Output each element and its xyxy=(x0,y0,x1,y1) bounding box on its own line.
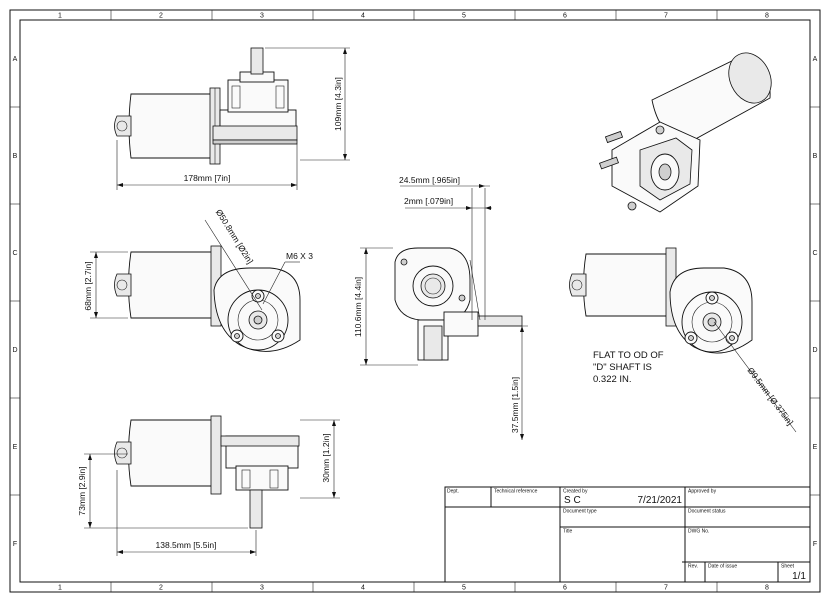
zone-col-label: 1 xyxy=(58,13,62,20)
tb-rev-label: Rev. xyxy=(688,564,698,570)
top-view-motor xyxy=(114,47,298,165)
sheet-border xyxy=(9,9,821,593)
dim-front-height: 68mm [2.7in] xyxy=(83,261,93,310)
tb-created-by-value: S C xyxy=(564,495,581,506)
zone-col-label: 8 xyxy=(765,13,769,20)
zone-row-label: F xyxy=(13,541,17,548)
tb-title-label: Title xyxy=(563,529,572,535)
dim-shaft-length: 37.5mm [1.5in] xyxy=(510,377,520,433)
tb-created-by-label: Created by xyxy=(563,489,588,495)
zone-col-label: 5 xyxy=(462,585,466,592)
zone-col-label: 3 xyxy=(260,13,264,20)
zone-col-label: 6 xyxy=(563,585,567,592)
dim-side-flat: 2mm [.079in] xyxy=(404,196,453,206)
dim-thread: M6 X 3 xyxy=(286,251,313,261)
side-view-dimensions xyxy=(360,184,528,440)
note-line-1: FLAT TO OD OF xyxy=(593,350,664,361)
zone-row-label: E xyxy=(13,444,18,451)
tb-dept-label: Dept. xyxy=(447,489,459,495)
dim-top-width: 178mm [7in] xyxy=(184,173,231,183)
front-view-dimensions xyxy=(90,219,300,319)
tb-doc-status-label: Document status xyxy=(688,509,726,515)
dim-bottom-shaft: 30mm [1.2in] xyxy=(321,433,331,482)
bottom-view-motor xyxy=(114,415,300,529)
dim-side-offset: 24.5mm [.965in] xyxy=(399,175,460,185)
zone-col-label: 2 xyxy=(159,585,163,592)
zone-row-label: C xyxy=(12,250,17,257)
zone-row-label: D xyxy=(812,347,817,354)
dim-bottom-width: 138.5mm [5.5in] xyxy=(156,540,217,550)
front-view-motor xyxy=(114,245,301,352)
zone-col-label: 8 xyxy=(765,585,769,592)
zone-col-label: 7 xyxy=(664,585,668,592)
dim-top-height: 109mm [4.3in] xyxy=(333,77,343,131)
note-line-2: "D" SHAFT IS xyxy=(593,362,652,373)
isometric-view-motor xyxy=(599,52,772,213)
zone-row-label: C xyxy=(812,250,817,257)
side-view-motor xyxy=(394,247,523,361)
zone-row-label: A xyxy=(13,56,18,63)
title-block xyxy=(444,486,811,583)
zone-col-label: 5 xyxy=(462,13,466,20)
tb-created-date: 7/21/2021 xyxy=(638,495,683,506)
dim-shaft-diameter: Ø9.5mm [Ø.375in] xyxy=(746,365,796,426)
bottom-view-dimensions xyxy=(84,419,340,556)
zone-col-label: 6 xyxy=(563,13,567,20)
zone-col-label: 7 xyxy=(664,13,668,20)
tb-tech-ref-label: Technical reference xyxy=(494,489,538,495)
tb-sheet-label: Sheet xyxy=(781,564,795,570)
tb-dwg-no-label: DWG No. xyxy=(688,529,709,535)
zone-row-label: B xyxy=(813,153,818,160)
zone-col-label: 1 xyxy=(58,585,62,592)
zone-col-label: 4 xyxy=(361,13,365,20)
zone-row-label: F xyxy=(813,541,817,548)
zone-row-label: D xyxy=(12,347,17,354)
tb-doc-type-label: Document type xyxy=(563,509,597,515)
zone-row-label: A xyxy=(813,56,818,63)
note-line-3: 0.322 IN. xyxy=(593,374,632,385)
dim-side-height: 110.6mm [4.4in] xyxy=(353,277,363,337)
rear-view-dimensions xyxy=(713,321,797,433)
zone-col-label: 4 xyxy=(361,585,365,592)
tb-date-of-issue-label: Date of issue xyxy=(708,564,737,570)
tb-sheet-value: 1/1 xyxy=(792,571,806,582)
zone-col-label: 2 xyxy=(159,13,163,20)
zone-row-label: B xyxy=(13,153,18,160)
zone-row-label: E xyxy=(813,444,818,451)
zone-col-label: 3 xyxy=(260,585,264,592)
rear-view-motor xyxy=(569,247,753,354)
tb-approved-by-label: Approved by xyxy=(688,489,717,495)
top-view-dimensions xyxy=(116,47,350,190)
dim-bottom-height: 73mm [2.9in] xyxy=(77,466,87,515)
